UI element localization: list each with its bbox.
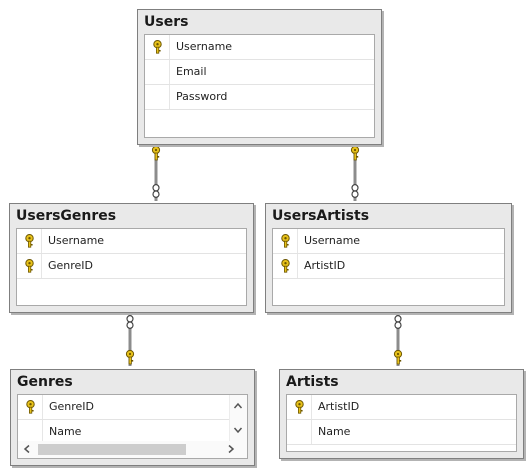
chevron-left-icon[interactable] [22,444,32,454]
column-name: Email [176,65,207,78]
key-icon [25,234,34,248]
row-gutter [17,229,42,253]
many-end-infinity-icon [152,184,160,198]
column-grid: GenreID Name [17,394,248,459]
row-gutter [18,395,43,419]
column-grid: Username ArtistID [272,228,505,306]
chevron-up-icon[interactable] [233,401,243,411]
column-row[interactable]: Username [145,35,374,60]
many-end-infinity-icon [351,184,359,198]
column-name: Name [49,425,82,438]
column-name: GenreID [48,259,94,272]
row-gutter [18,420,43,444]
link-artists-usersartists [393,314,403,366]
table-title[interactable]: Users [144,14,189,30]
key-icon [25,259,34,273]
one-end-key-icon [393,349,403,365]
column-row[interactable]: GenreID [17,254,246,279]
row-gutter [17,254,42,278]
row-gutter [287,395,312,419]
row-gutter [273,229,298,253]
key-icon [281,259,290,273]
column-name: Username [304,234,361,247]
column-row[interactable]: ArtistID [273,254,504,279]
column-grid: Username Email Password [144,34,375,138]
one-end-key-icon [151,145,161,161]
column-grid: ArtistID Name [286,394,517,452]
column-row[interactable]: Password [145,85,374,110]
column-name: ArtistID [304,259,346,272]
key-icon [281,234,290,248]
column-grid: Username GenreID [16,228,247,306]
column-row[interactable]: GenreID [18,395,247,420]
usersgenres-table[interactable]: UsersGenres Username GenreID [9,203,254,313]
users-table[interactable]: Users Username Email Password [137,9,382,145]
row-gutter [273,254,298,278]
key-icon [26,400,35,414]
link-genres-usersgenres [125,314,135,366]
one-end-key-icon [125,349,135,365]
column-row[interactable]: Username [17,229,246,254]
many-end-infinity-icon [126,315,134,329]
vertical-scrollbar[interactable] [229,395,247,441]
column-row[interactable]: ArtistID [287,395,516,420]
scrollbar-thumb[interactable] [38,444,186,455]
key-icon [295,400,304,414]
column-name: Password [176,90,228,103]
artists-table[interactable]: Artists ArtistID Name [279,369,524,459]
chevron-down-icon[interactable] [233,425,243,435]
usersartists-table[interactable]: UsersArtists Username ArtistID [265,203,512,313]
table-title[interactable]: Genres [17,374,73,390]
horizontal-scrollbar[interactable] [18,441,247,458]
link-users-usersgenres [151,145,161,201]
link-users-usersartists [350,145,360,201]
column-name: GenreID [49,400,95,413]
row-gutter [145,60,170,84]
column-row[interactable]: Email [145,60,374,85]
row-gutter [145,85,170,109]
one-end-key-icon [350,145,360,161]
column-name: Username [48,234,105,247]
table-title[interactable]: UsersArtists [272,208,370,224]
column-name: ArtistID [318,400,360,413]
column-name: Username [176,40,233,53]
table-title[interactable]: Artists [286,374,339,390]
column-row[interactable]: Username [273,229,504,254]
genres-table[interactable]: Genres GenreID Name [10,369,255,466]
key-icon [153,40,162,54]
chevron-right-icon[interactable] [226,444,236,454]
many-end-infinity-icon [394,315,402,329]
table-title[interactable]: UsersGenres [16,208,117,224]
row-gutter [145,35,170,59]
column-name: Name [318,425,351,438]
column-row[interactable]: Name [287,420,516,445]
row-gutter [287,420,312,444]
